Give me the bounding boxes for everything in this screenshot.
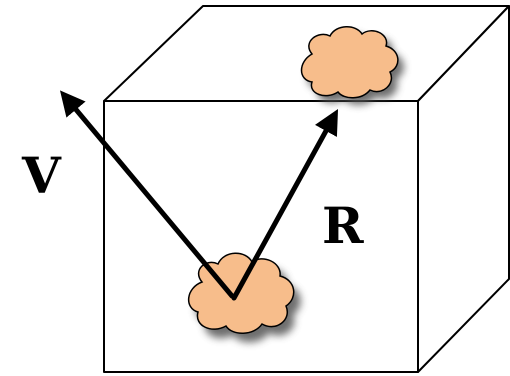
arrow-r (231, 109, 339, 301)
label-r: R (322, 196, 364, 255)
top-cloud-body (300, 26, 399, 99)
cube (103, 5, 510, 373)
arrow-v (59, 90, 235, 299)
arrows (59, 90, 339, 301)
label-v: V (21, 146, 62, 205)
top-cloud (300, 26, 404, 105)
